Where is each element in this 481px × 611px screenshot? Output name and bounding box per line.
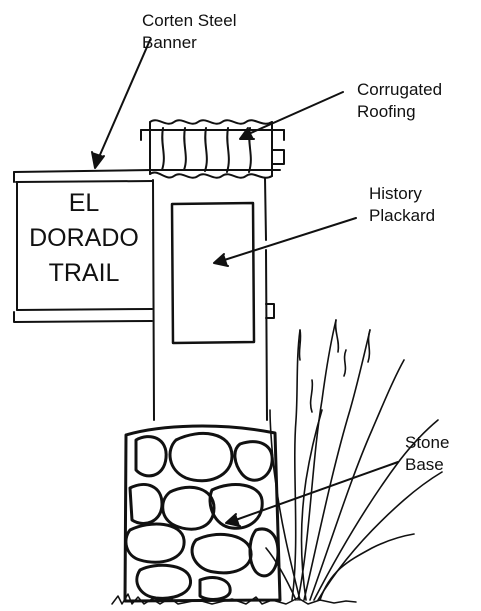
banner-label-line-2: Banner: [142, 32, 237, 54]
sign-line-2: DORADO: [20, 221, 148, 256]
banner-arrowhead: [92, 152, 104, 168]
base-label-line-1: Stone: [405, 432, 449, 454]
sign-line-1: EL: [20, 186, 148, 221]
roofing-leader-arrow: [244, 92, 343, 136]
sign-line-3: TRAIL: [20, 256, 148, 291]
base-label-line-2: Base: [405, 454, 449, 476]
plackard-arrowhead: [214, 254, 228, 266]
banner-label-line-1: Corten Steel: [142, 10, 237, 32]
roofing-label: Corrugated Roofing: [357, 79, 442, 123]
roofing-label-line-1: Corrugated: [357, 79, 442, 101]
plackard-label-line-2: Plackard: [369, 205, 435, 227]
banner-label: Corten Steel Banner: [142, 10, 237, 54]
base-label: Stone Base: [405, 432, 449, 476]
post: [150, 170, 280, 420]
base-arrowhead: [226, 514, 240, 526]
plackard-leader-arrow: [218, 218, 356, 262]
banner-leader-arrow: [96, 40, 150, 164]
history-plackard: [172, 203, 254, 343]
roofing-label-line-2: Roofing: [357, 101, 442, 123]
banner-sign-text: EL DORADO TRAIL: [20, 186, 148, 291]
plackard-label: History Plackard: [369, 183, 435, 227]
plackard-label-line-1: History: [369, 183, 435, 205]
